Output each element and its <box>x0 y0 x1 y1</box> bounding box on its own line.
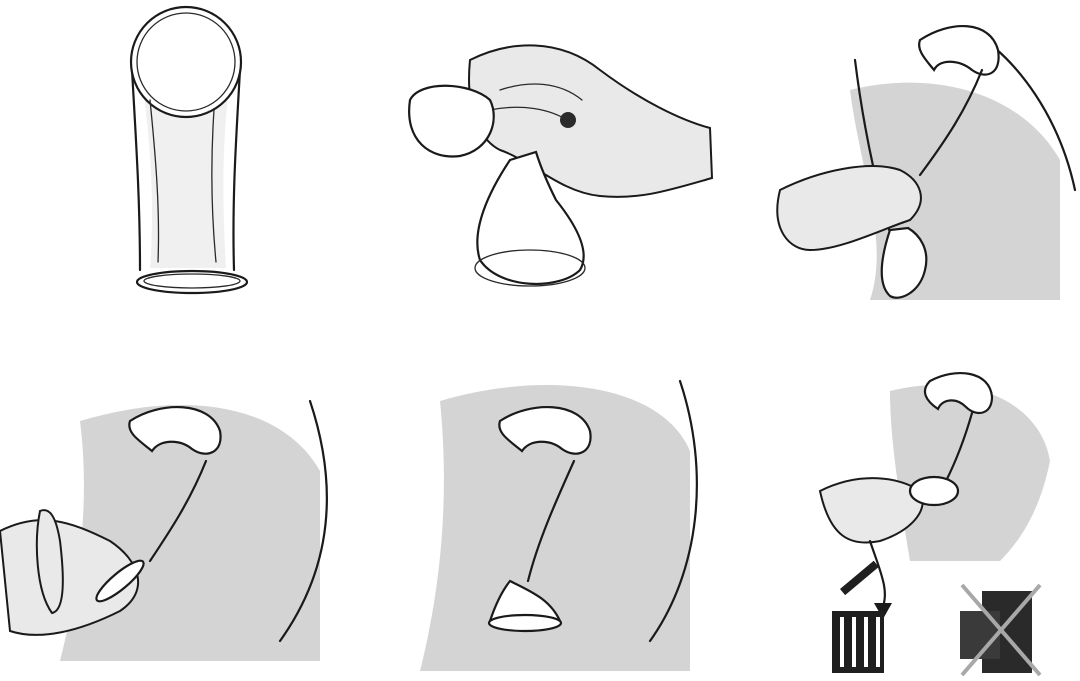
panel-step-5 <box>360 341 720 681</box>
panel-step-6 <box>720 341 1080 681</box>
toilet-crossed-icon <box>960 585 1040 675</box>
panel-step-4 <box>0 341 360 681</box>
trash-bin-icon <box>832 561 884 673</box>
squeeze-inner-ring-icon <box>360 0 720 340</box>
condom-in-place-icon <box>360 341 720 681</box>
panel-step-1 <box>0 0 360 340</box>
panel-step-3 <box>720 0 1080 340</box>
female-condom-icon <box>0 0 360 340</box>
insertion-icon <box>720 0 1080 340</box>
removal-and-disposal-icon <box>720 341 1080 681</box>
panel-step-2 <box>360 0 720 340</box>
push-into-place-icon <box>0 341 360 681</box>
